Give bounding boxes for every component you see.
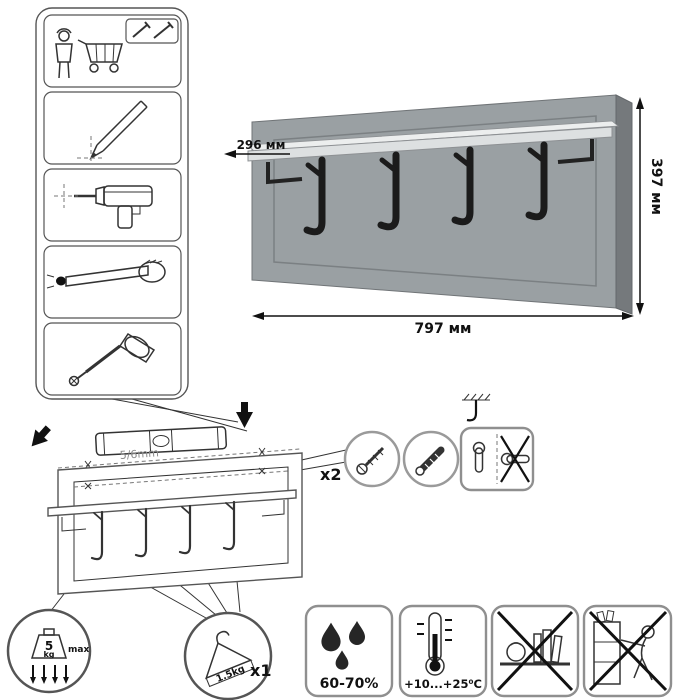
humidity-range-box: 60-70% xyxy=(304,604,394,698)
sketch-hooks xyxy=(90,500,236,561)
down-arrows-icon xyxy=(30,665,69,684)
step-card-drilling xyxy=(43,168,182,242)
height-label: 397 мм xyxy=(648,158,664,215)
max-weight-unit: kg xyxy=(43,650,54,659)
screwdriver-icon xyxy=(68,332,156,387)
temperature-label: +10...+25⁰C xyxy=(404,677,482,691)
max-weight-badge: 5 kg max xyxy=(6,608,92,694)
pencil-marking-icon xyxy=(77,100,148,164)
fasteners-qty-label: x2 xyxy=(320,465,341,484)
hanger-qty-label: x1 xyxy=(250,661,271,680)
step-card-marking xyxy=(43,91,182,165)
installation-sketch: 5/6mm xyxy=(31,402,303,595)
sketch-panel xyxy=(57,452,303,595)
drill-icon xyxy=(54,184,153,229)
dimension-width: 797 мм xyxy=(252,312,634,337)
keyhole-bracket-correct-icon xyxy=(472,441,486,473)
hook-load-badge: 1.5kg x1 xyxy=(183,611,273,700)
press-arrow-right-icon xyxy=(236,402,253,428)
shelf-bracket-right xyxy=(557,139,594,164)
drill-size-label: 5/6mm xyxy=(119,446,159,462)
product-render xyxy=(247,94,633,315)
thermometer-icon xyxy=(417,612,452,676)
keyhole-bracket-wrong-icon xyxy=(500,435,530,483)
hook-load-circle xyxy=(183,611,273,700)
hardware-callout: x2 xyxy=(320,393,535,492)
max-weight-word: max xyxy=(68,645,89,655)
step-card-plug xyxy=(43,245,182,319)
wall-plug-insert-icon xyxy=(46,259,166,289)
temperature-frame xyxy=(398,604,488,698)
wall-hook-icon xyxy=(462,393,491,422)
coat-hooks xyxy=(303,141,548,236)
water-drops-icon xyxy=(321,621,365,670)
sketch-shelf xyxy=(47,489,297,517)
width-label: 797 мм xyxy=(415,321,472,337)
step-card-screwing xyxy=(43,322,182,396)
press-arrow-left-icon xyxy=(31,425,51,447)
spirit-level-icon xyxy=(94,426,228,456)
no-heavy-objects-icon xyxy=(496,610,574,692)
panel-side xyxy=(615,94,633,315)
no-heavy-objects-box xyxy=(490,604,580,698)
temperature-range-box: +10...+25⁰C xyxy=(398,604,488,698)
shelf-front xyxy=(247,126,613,162)
dimension-depth: 296 мм xyxy=(224,138,290,158)
dimension-height: 397 мм xyxy=(636,97,664,315)
no-pulling-box xyxy=(582,604,673,698)
panel-inner-frame xyxy=(273,115,597,287)
max-weight-value: 5 xyxy=(45,639,53,653)
shelf-top xyxy=(247,120,620,152)
humidity-label: 60-70% xyxy=(320,676,379,692)
max-weight-circle xyxy=(6,608,92,694)
screw-icon xyxy=(356,446,385,475)
depth-label: 296 мм xyxy=(237,138,286,152)
wall-plug-icon xyxy=(415,446,445,476)
person-shopping-cart-icon xyxy=(55,18,179,79)
shelf-bracket-left xyxy=(266,162,303,185)
no-climbing-pulling-icon xyxy=(588,609,668,692)
steps-panel xyxy=(35,7,189,400)
weight-icon xyxy=(30,628,68,659)
